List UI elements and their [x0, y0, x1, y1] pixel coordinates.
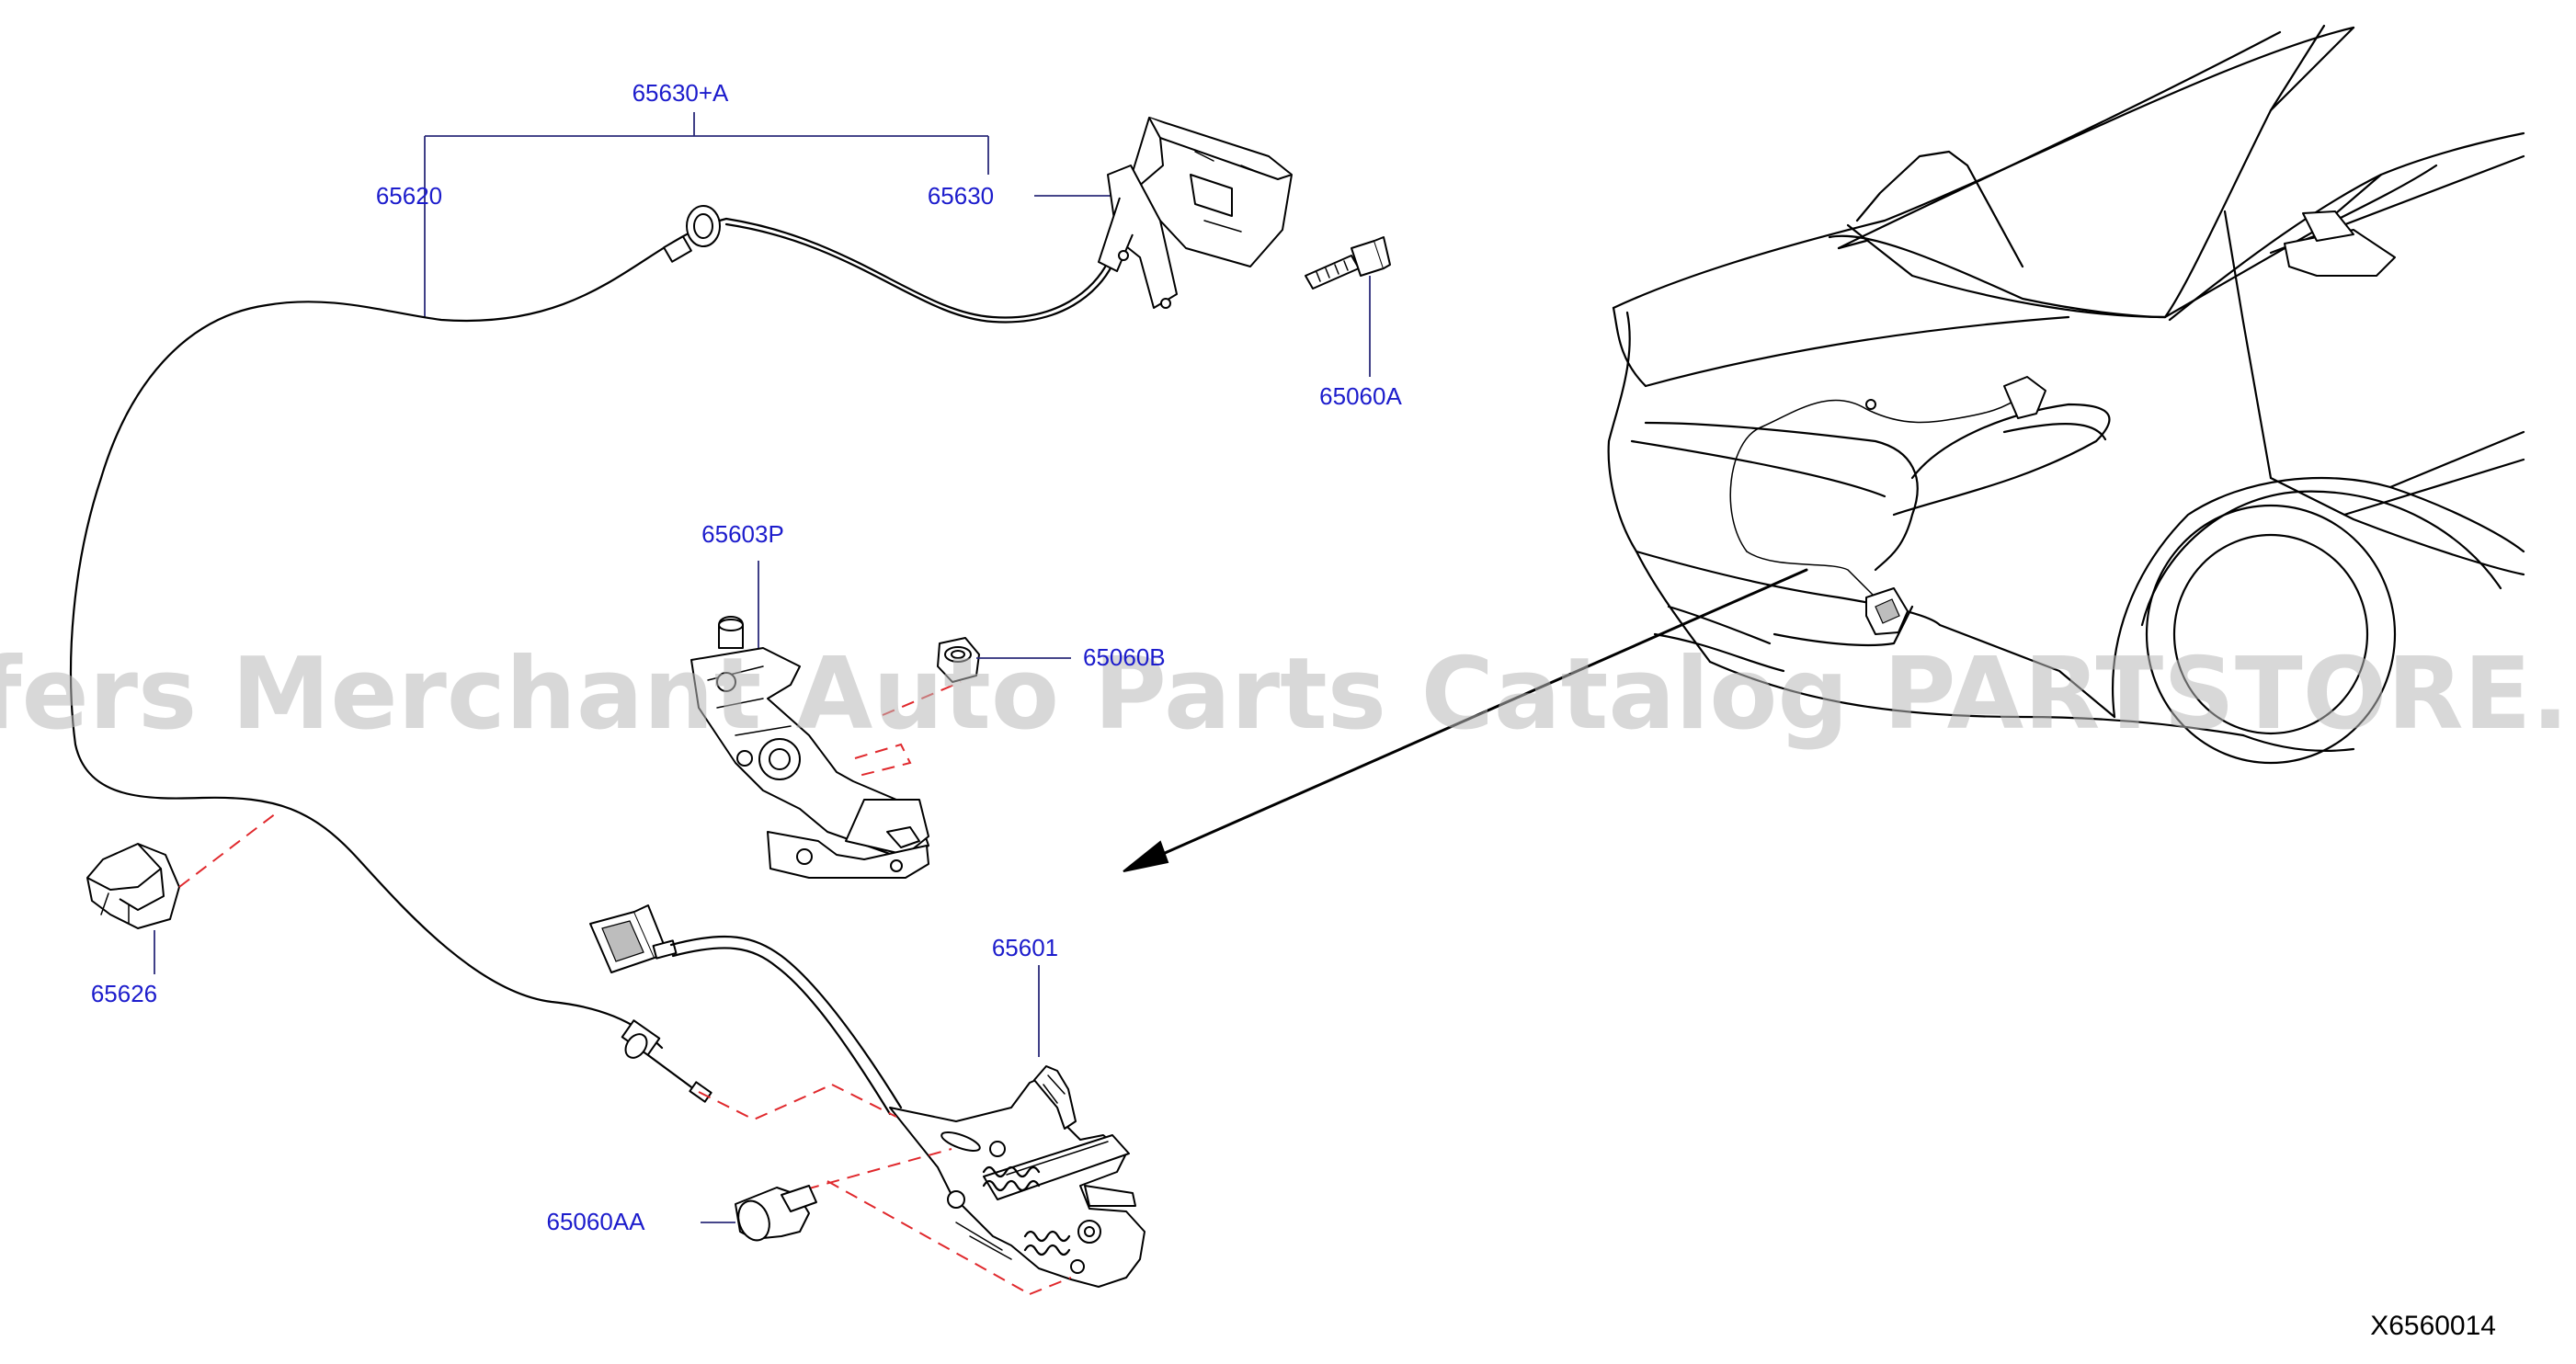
- catalog-watermark: Offers Merchant Auto Parts Catalog PARTS…: [0, 637, 2576, 752]
- assembly-bracket-leader: [424, 112, 1117, 317]
- bolt-65060aa: [701, 1185, 817, 1242]
- label-65601: 65601: [992, 934, 1058, 961]
- lock-spring: [982, 1165, 1071, 1256]
- hood-release-handle: [1098, 117, 1293, 309]
- diagram-code: X6560014: [2370, 1311, 2496, 1341]
- label-65060b: 65060B: [1083, 643, 1166, 671]
- label-65060aa: 65060AA: [547, 1208, 646, 1235]
- cable-clip-65626: [86, 813, 277, 974]
- nut-65060b: [937, 637, 1071, 683]
- hood-lock-65601: [589, 904, 1146, 1295]
- label-65620: 65620: [376, 182, 442, 210]
- label-65630: 65630: [928, 182, 994, 210]
- label-65630-a: 65630+A: [633, 79, 729, 107]
- hood-lock-stay: [690, 561, 962, 879]
- label-65626: 65626: [91, 980, 157, 1007]
- hood-release-cable: [69, 205, 1114, 1103]
- label-65060a: 65060A: [1319, 382, 1402, 410]
- label-65603p: 65603P: [701, 520, 784, 548]
- bolt-65060a: [1305, 236, 1391, 377]
- vehicle-front-view: [1123, 24, 2525, 872]
